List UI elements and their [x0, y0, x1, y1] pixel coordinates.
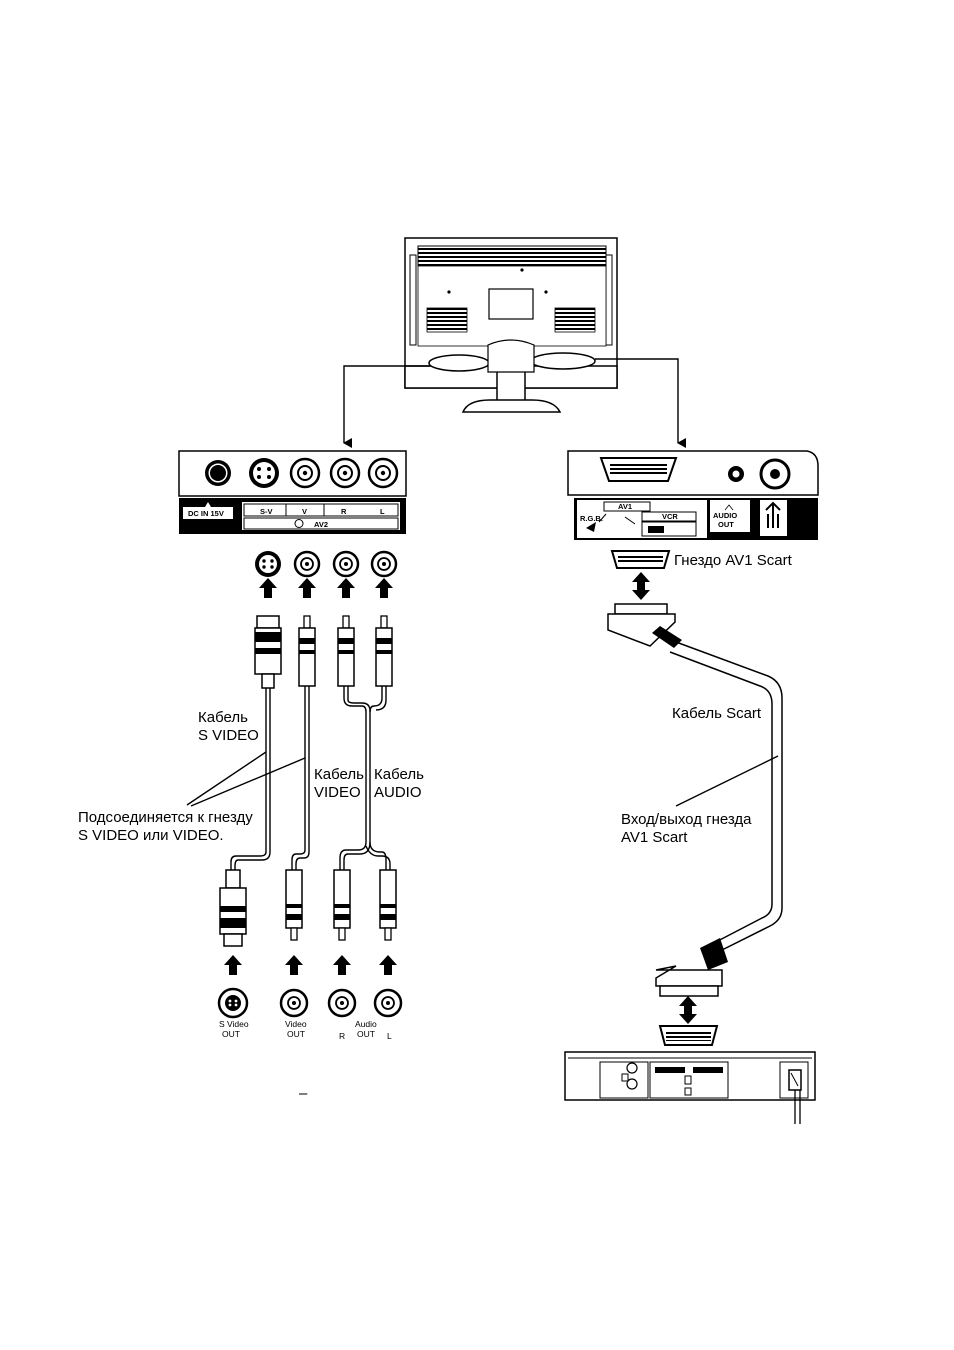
- connects-note-1: Подсоединяется к гнезду: [78, 809, 253, 826]
- out-video-label-2: OUT: [287, 1029, 305, 1039]
- tv-rear-view: [405, 238, 617, 412]
- scart-cable-label: Кабель Scart: [672, 705, 762, 722]
- out-audio-label-2: OUT: [357, 1029, 375, 1039]
- scart-socket-label: Гнездо AV1 Scart: [674, 552, 793, 569]
- out-audio-label-1: Audio: [355, 1019, 377, 1029]
- vcr-rear-view: [565, 1052, 815, 1124]
- av2-jack-label-v: V: [302, 507, 307, 516]
- audio-out-label-2: OUT: [718, 520, 734, 529]
- av2-jack-label-l: L: [380, 507, 385, 516]
- connects-note-2: S VIDEO или VIDEO.: [78, 827, 224, 844]
- av2-label: AV2: [314, 520, 328, 529]
- audio-cable-label-2: AUDIO: [374, 784, 422, 801]
- dc-in-label: DC IN 15V: [188, 509, 224, 518]
- svideo-cable-label-1: Кабель: [198, 709, 248, 726]
- vcr-scart-socket: [660, 1026, 717, 1045]
- stray-mark: –: [299, 1085, 308, 1102]
- audio-cable-label-1: Кабель: [374, 766, 424, 783]
- out-svideo-label-2: OUT: [222, 1029, 240, 1039]
- io-label-2: AV1 Scart: [621, 829, 688, 846]
- video-cable-label-2: VIDEO: [314, 784, 361, 801]
- av2-jack-label-r: R: [341, 507, 347, 516]
- io-label-1: Вход/выход гнезда: [621, 811, 752, 828]
- scart-panel: AV1 R.G.B. VCR AUDIO OUT: [568, 451, 818, 540]
- svideo-cable-label-2: S VIDEO: [198, 727, 259, 744]
- audio-out-label-1: AUDIO: [713, 511, 737, 520]
- out-svideo-label-1: S Video: [219, 1019, 249, 1029]
- out-video-label-1: Video: [285, 1019, 307, 1029]
- av1-scart-socket: [612, 551, 669, 568]
- out-r-label: R: [339, 1031, 345, 1041]
- vcr-label: VCR: [662, 512, 678, 521]
- av2-jack-label-sv: S-V: [260, 507, 273, 516]
- av2-panel: DC IN 15V S-V V R L AV2: [179, 451, 406, 534]
- out-l-label: L: [387, 1031, 392, 1041]
- av1-label: AV1: [618, 502, 632, 511]
- video-cable-label-1: Кабель: [314, 766, 364, 783]
